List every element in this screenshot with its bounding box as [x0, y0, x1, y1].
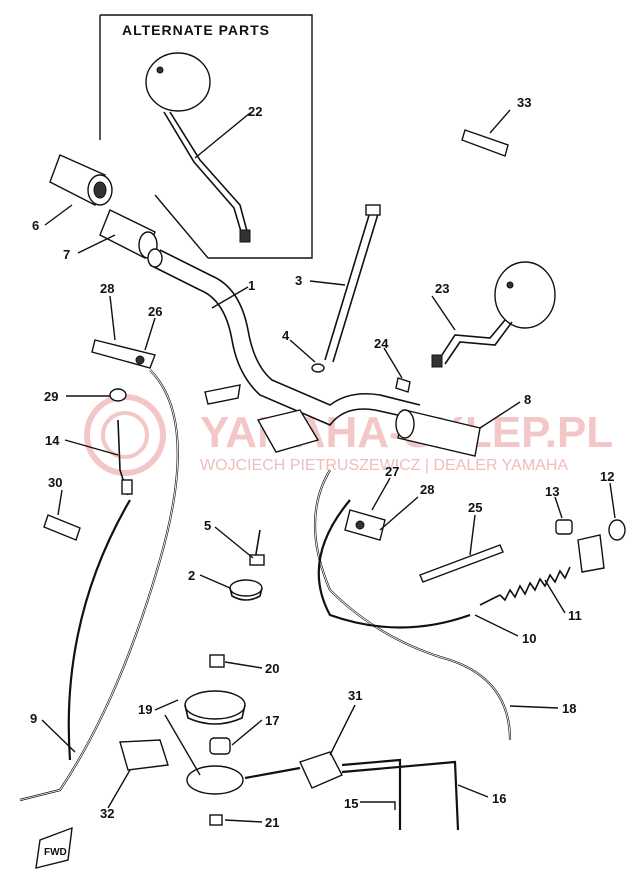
callout-labels: 22 33 6 7 1 3 23 28 26 4 24 29 8 14 27 3… [30, 95, 614, 830]
callout-25: 25 [468, 500, 482, 515]
callout-16: 16 [492, 791, 506, 806]
watermark-logo [84, 394, 166, 476]
callout-13: 13 [545, 484, 559, 499]
mirror-22 [145, 52, 251, 243]
bracket [577, 534, 605, 573]
callout-3: 3 [295, 273, 302, 288]
callout-28-right: 28 [420, 482, 434, 497]
callout-20: 20 [265, 661, 279, 676]
junction-21 [186, 765, 244, 826]
callout-6: 6 [32, 218, 39, 233]
grip-8 [395, 409, 481, 457]
callout-32: 32 [100, 806, 114, 821]
callout-26: 26 [148, 304, 162, 319]
callout-18: 18 [562, 701, 576, 716]
callout-1: 1 [248, 278, 255, 293]
part-12 [608, 519, 626, 541]
callout-5: 5 [204, 518, 211, 533]
callout-33: 33 [517, 95, 531, 110]
part-13 [555, 519, 573, 535]
callout-29: 29 [44, 389, 58, 404]
callout-10: 10 [522, 631, 536, 646]
lever-26 [91, 339, 156, 369]
handlebar-1 [147, 248, 421, 453]
cable-9 [19, 369, 179, 802]
callout-19: 19 [138, 702, 152, 717]
callout-12: 12 [600, 469, 614, 484]
alternate-parts-inset: ALTERNATE PARTS [99, 14, 313, 259]
part-29 [109, 388, 127, 402]
callout-24: 24 [374, 336, 389, 351]
part-33 [461, 129, 509, 157]
mirror-23 [431, 261, 556, 368]
callout-31: 31 [348, 688, 362, 703]
callout-11: 11 [568, 608, 582, 623]
throttle-31 [244, 751, 460, 831]
callout-15: 15 [344, 796, 358, 811]
fwd-label: FWD [44, 847, 67, 858]
callout-27: 27 [385, 464, 399, 479]
part-30 [43, 514, 81, 541]
cable-18 [313, 469, 512, 741]
watermark-dealer: WOJCIECH PIETRUSZEWICZ | DEALER YAMAHA [200, 457, 568, 474]
rod-3 [311, 204, 381, 373]
callout-21: 21 [265, 815, 279, 830]
lever-27 [344, 509, 386, 541]
callout-23: 23 [435, 281, 449, 296]
part-20 [209, 654, 225, 668]
callout-leaders [41, 109, 616, 823]
part-17 [209, 737, 231, 755]
damper-2 [229, 579, 263, 601]
callout-4: 4 [282, 328, 290, 343]
spring-11 [479, 566, 571, 606]
inset-title: ALTERNATE PARTS [122, 22, 270, 38]
callout-7: 7 [63, 247, 70, 262]
grip-6 [49, 154, 113, 206]
part-14 [117, 419, 133, 496]
part-24 [395, 377, 411, 393]
throttle-7 [99, 209, 158, 259]
callout-28-left: 28 [100, 281, 114, 296]
callout-22: 22 [248, 104, 262, 119]
watermark: YAMAHA-SKLEP.PL WOJCIECH PIETRUSZEWICZ |… [84, 394, 613, 476]
callout-8: 8 [524, 392, 531, 407]
bolt-5 [249, 529, 265, 566]
callout-2: 2 [188, 568, 195, 583]
callout-14: 14 [45, 433, 60, 448]
part-25 [419, 544, 504, 583]
callout-9: 9 [30, 711, 37, 726]
callout-17: 17 [265, 713, 279, 728]
cable-10 [317, 499, 471, 629]
callout-30: 30 [48, 475, 62, 490]
fwd-badge: FWD [35, 826, 73, 869]
junction-32 [119, 739, 169, 771]
cover-19 [184, 690, 246, 725]
